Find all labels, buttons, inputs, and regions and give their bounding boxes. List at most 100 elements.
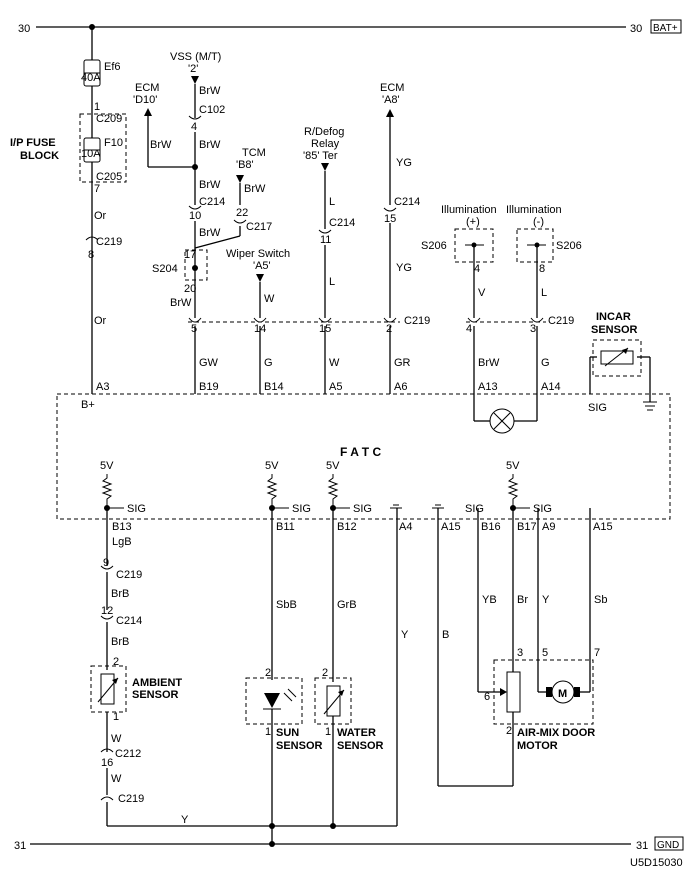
svg-text:S206: S206	[556, 240, 582, 252]
svg-text:A3: A3	[96, 381, 109, 393]
svg-text:C219: C219	[116, 569, 142, 581]
svg-text:BrW: BrW	[199, 139, 221, 151]
svg-text:G: G	[541, 357, 550, 369]
svg-text:B13: B13	[112, 521, 132, 533]
svg-text:Or: Or	[94, 315, 107, 327]
battery-rail: 30 30 BAT+	[18, 19, 682, 35]
svg-text:'A8': 'A8'	[382, 94, 400, 106]
svg-text:8: 8	[539, 263, 545, 275]
svg-text:B19: B19	[199, 381, 219, 393]
fuse-f10-name: F10	[104, 137, 123, 149]
rdefog-relay-branch: R/Defog Relay '85' Ter L C214 11 L	[303, 126, 355, 318]
c205-label: C205	[96, 171, 122, 183]
sun-sensor-label: SUN	[276, 727, 299, 739]
svg-text:C219: C219	[118, 793, 144, 805]
ecm-d10-label: ECM	[135, 82, 159, 94]
fatc-module-outline	[56, 393, 671, 520]
airmix-door-motor-circuit: YB Br Y Sb 3 5 7 6 2 M AIR-MIX DOOR MOTO…	[477, 508, 607, 786]
diagram-id: U5D15030	[630, 857, 683, 869]
svg-text:B12: B12	[337, 521, 357, 533]
svg-text:'2': '2'	[188, 63, 198, 75]
svg-text:31: 31	[14, 840, 26, 852]
svg-text:5V: 5V	[506, 460, 520, 472]
airmix-motor-label: AIR-MIX DOOR	[517, 727, 595, 739]
svg-text:20: 20	[184, 283, 196, 295]
svg-text:Y: Y	[542, 594, 550, 606]
svg-text:'A5': 'A5'	[253, 260, 271, 272]
svg-text:C102: C102	[199, 104, 225, 116]
svg-text:BLOCK: BLOCK	[20, 150, 59, 162]
svg-text:V: V	[478, 287, 486, 299]
svg-text:BrW: BrW	[199, 227, 221, 239]
svg-text:BrW: BrW	[478, 357, 500, 369]
svg-text:W: W	[264, 293, 275, 305]
svg-text:Relay: Relay	[311, 138, 340, 150]
ambient-thermistor-icon	[100, 673, 115, 705]
c209-label: C209	[96, 113, 122, 125]
svg-text:4: 4	[191, 121, 197, 133]
svg-text:A6: A6	[394, 381, 407, 393]
svg-text:BrW: BrW	[199, 179, 221, 191]
svg-text:YG: YG	[396, 157, 412, 169]
svg-text:C219: C219	[404, 315, 430, 327]
wiper-switch-branch: Wiper Switch 'A5' W	[226, 248, 290, 318]
svg-text:B: B	[442, 629, 449, 641]
svg-text:C214: C214	[394, 196, 420, 208]
svg-text:5V: 5V	[326, 460, 340, 472]
svg-text:A15: A15	[593, 521, 613, 533]
svg-text:10: 10	[189, 210, 201, 222]
incar-sensor: INCAR SENSOR SIG	[588, 311, 657, 414]
svg-text:G: G	[264, 357, 273, 369]
airmix-potentiometer-icon	[506, 671, 521, 713]
illumination-pos-label: Illumination	[441, 204, 497, 216]
svg-text:W: W	[111, 773, 122, 785]
svg-text:5V: 5V	[100, 460, 114, 472]
svg-text:C214: C214	[329, 217, 355, 229]
svg-text:C219: C219	[96, 236, 122, 248]
svg-text:BrW: BrW	[199, 85, 221, 97]
svg-text:SIG: SIG	[533, 503, 552, 515]
ecm-a8-branch: ECM 'A8' YG C214 15 YG	[380, 82, 420, 318]
svg-text:22: 22	[236, 207, 248, 219]
svg-text:GR: GR	[394, 357, 411, 369]
svg-text:9: 9	[103, 557, 109, 569]
tcm-label: TCM	[242, 147, 266, 159]
svg-text:4: 4	[474, 263, 480, 275]
svg-text:5: 5	[542, 647, 548, 659]
svg-text:15: 15	[384, 213, 396, 225]
svg-text:GrB: GrB	[337, 599, 357, 611]
s204-splice-box	[184, 249, 208, 281]
svg-text:C214: C214	[116, 615, 142, 627]
rail-left-number: 30	[18, 23, 30, 35]
svg-text:B11: B11	[276, 521, 295, 533]
svg-text:(-): (-)	[533, 216, 544, 228]
svg-text:S206: S206	[421, 240, 447, 252]
svg-text:16: 16	[101, 757, 113, 769]
ip-fuse-block-outline	[79, 113, 127, 183]
svg-text:4: 4	[466, 323, 472, 335]
svg-text:A9: A9	[542, 521, 555, 533]
svg-text:A13: A13	[478, 381, 498, 393]
bat-plus-tag: BAT+	[653, 23, 678, 34]
svg-text:31: 31	[636, 840, 648, 852]
svg-text:L: L	[541, 287, 547, 299]
wiper-switch-label: Wiper Switch	[226, 248, 290, 260]
ip-fuse-block-label: I/P FUSE	[10, 137, 56, 149]
vss-label: VSS (M/T)	[170, 51, 221, 63]
svg-text:SIG: SIG	[127, 503, 146, 515]
illumination-neg-label: Illumination	[506, 204, 562, 216]
svg-text:3: 3	[530, 323, 536, 335]
svg-text:BrB: BrB	[111, 588, 129, 600]
ground-returns: Y B	[396, 508, 513, 826]
ambient-sensor-label: AMBIENT	[132, 677, 182, 689]
svg-text:'85' Ter: '85' Ter	[303, 150, 338, 162]
fatc-title: F A T C	[340, 445, 381, 459]
svg-text:M: M	[558, 688, 567, 700]
svg-text:SENSOR: SENSOR	[276, 740, 323, 752]
svg-text:W: W	[329, 357, 340, 369]
svg-text:B17: B17	[517, 521, 537, 533]
sun-sensor-box	[245, 677, 303, 725]
svg-text:C219: C219	[548, 315, 574, 327]
water-thermistor-icon	[326, 685, 341, 717]
svg-text:BrW: BrW	[170, 297, 192, 309]
